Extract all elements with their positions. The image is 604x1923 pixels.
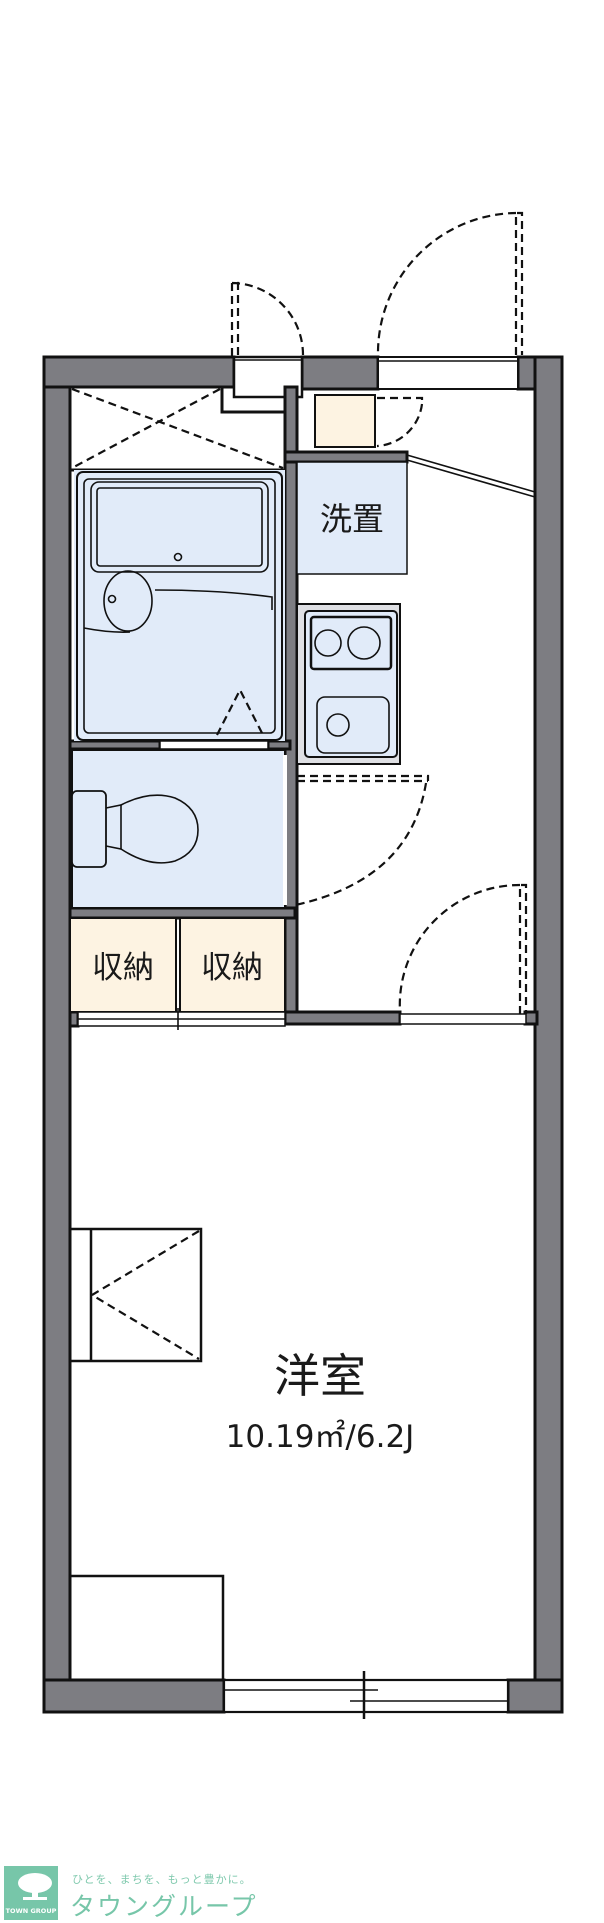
laundry-space: 洗置 bbox=[296, 461, 408, 575]
western-room-area: 10.19㎡/6.2J bbox=[226, 1419, 415, 1455]
toilet-room bbox=[71, 749, 287, 909]
storage-right-label: 収納 bbox=[201, 950, 263, 986]
sliding-window bbox=[222, 1671, 510, 1719]
kitchen-unit bbox=[296, 603, 430, 783]
storage-left: 収納 bbox=[69, 917, 177, 1013]
storage-left-label: 収納 bbox=[92, 950, 154, 986]
exterior-walls bbox=[42, 355, 564, 1714]
top-openings bbox=[232, 355, 519, 399]
shoe-cabinet bbox=[314, 394, 424, 448]
bathroom bbox=[74, 470, 285, 750]
entrance-door-swing bbox=[376, 211, 524, 356]
room-door bbox=[297, 883, 528, 1025]
logo-english-text: TOWN GROUP bbox=[5, 1907, 57, 1915]
corridor-door-swing bbox=[294, 782, 428, 907]
western-room: 洋室 10.19㎡/6.2J bbox=[68, 1227, 415, 1682]
logo-company-name: タウングループ bbox=[70, 1892, 258, 1921]
western-room-label: 洋室 bbox=[274, 1349, 366, 1403]
storage-right: 収納 bbox=[77, 917, 286, 1030]
logo-tagline: ひとを、まちを、もっと豊かに。 bbox=[72, 1873, 252, 1886]
logo-badge: TOWN GROUP bbox=[4, 1866, 58, 1920]
tree-icon bbox=[18, 1873, 52, 1900]
step-line bbox=[406, 454, 536, 498]
company-logo: TOWN GROUP ひとを、まちを、もっと豊かに。 タウングループ bbox=[0, 1866, 300, 1921]
laundry-label: 洗置 bbox=[320, 500, 384, 538]
door-swing-ps bbox=[230, 281, 305, 356]
pipe-shaft bbox=[68, 385, 287, 472]
